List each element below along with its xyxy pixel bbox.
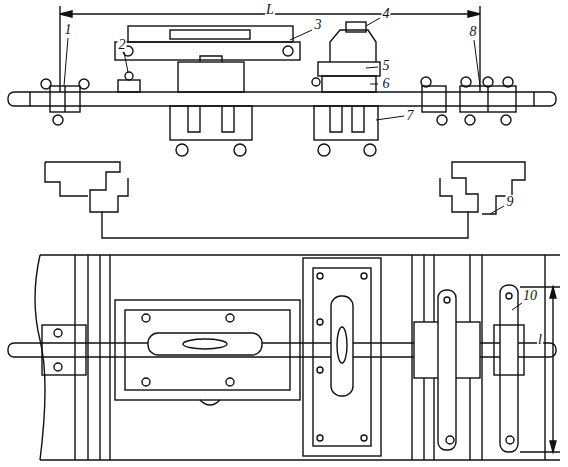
measuring-rod	[8, 92, 556, 106]
level-plan	[115, 300, 300, 405]
bed-profile	[45, 162, 525, 238]
callout-number: 1	[64, 23, 73, 37]
callout-number: 7	[406, 109, 415, 123]
callout-number: 9	[506, 195, 515, 209]
callout-number: 5	[382, 59, 391, 73]
dimension-label: l	[537, 333, 543, 347]
leader-lines	[64, 18, 522, 310]
right-clamps	[421, 77, 516, 125]
callout-number: 10	[522, 289, 538, 303]
callout-number: 2	[118, 38, 127, 52]
dimension-l	[520, 287, 560, 452]
left-clamp	[41, 79, 89, 125]
level-3	[115, 26, 300, 156]
callout-number: 3	[314, 18, 323, 32]
vertical-level-plan	[303, 258, 381, 456]
callout-number: 8	[469, 25, 478, 39]
left-clamp-plan	[42, 325, 86, 375]
right-clamps-plan	[414, 285, 524, 452]
dimension-L	[60, 6, 480, 92]
level-4	[312, 22, 380, 156]
dimension-label: L	[265, 3, 275, 17]
support-2	[118, 72, 140, 92]
callout-number: 6	[382, 77, 391, 91]
callout-number: 4	[382, 7, 391, 21]
